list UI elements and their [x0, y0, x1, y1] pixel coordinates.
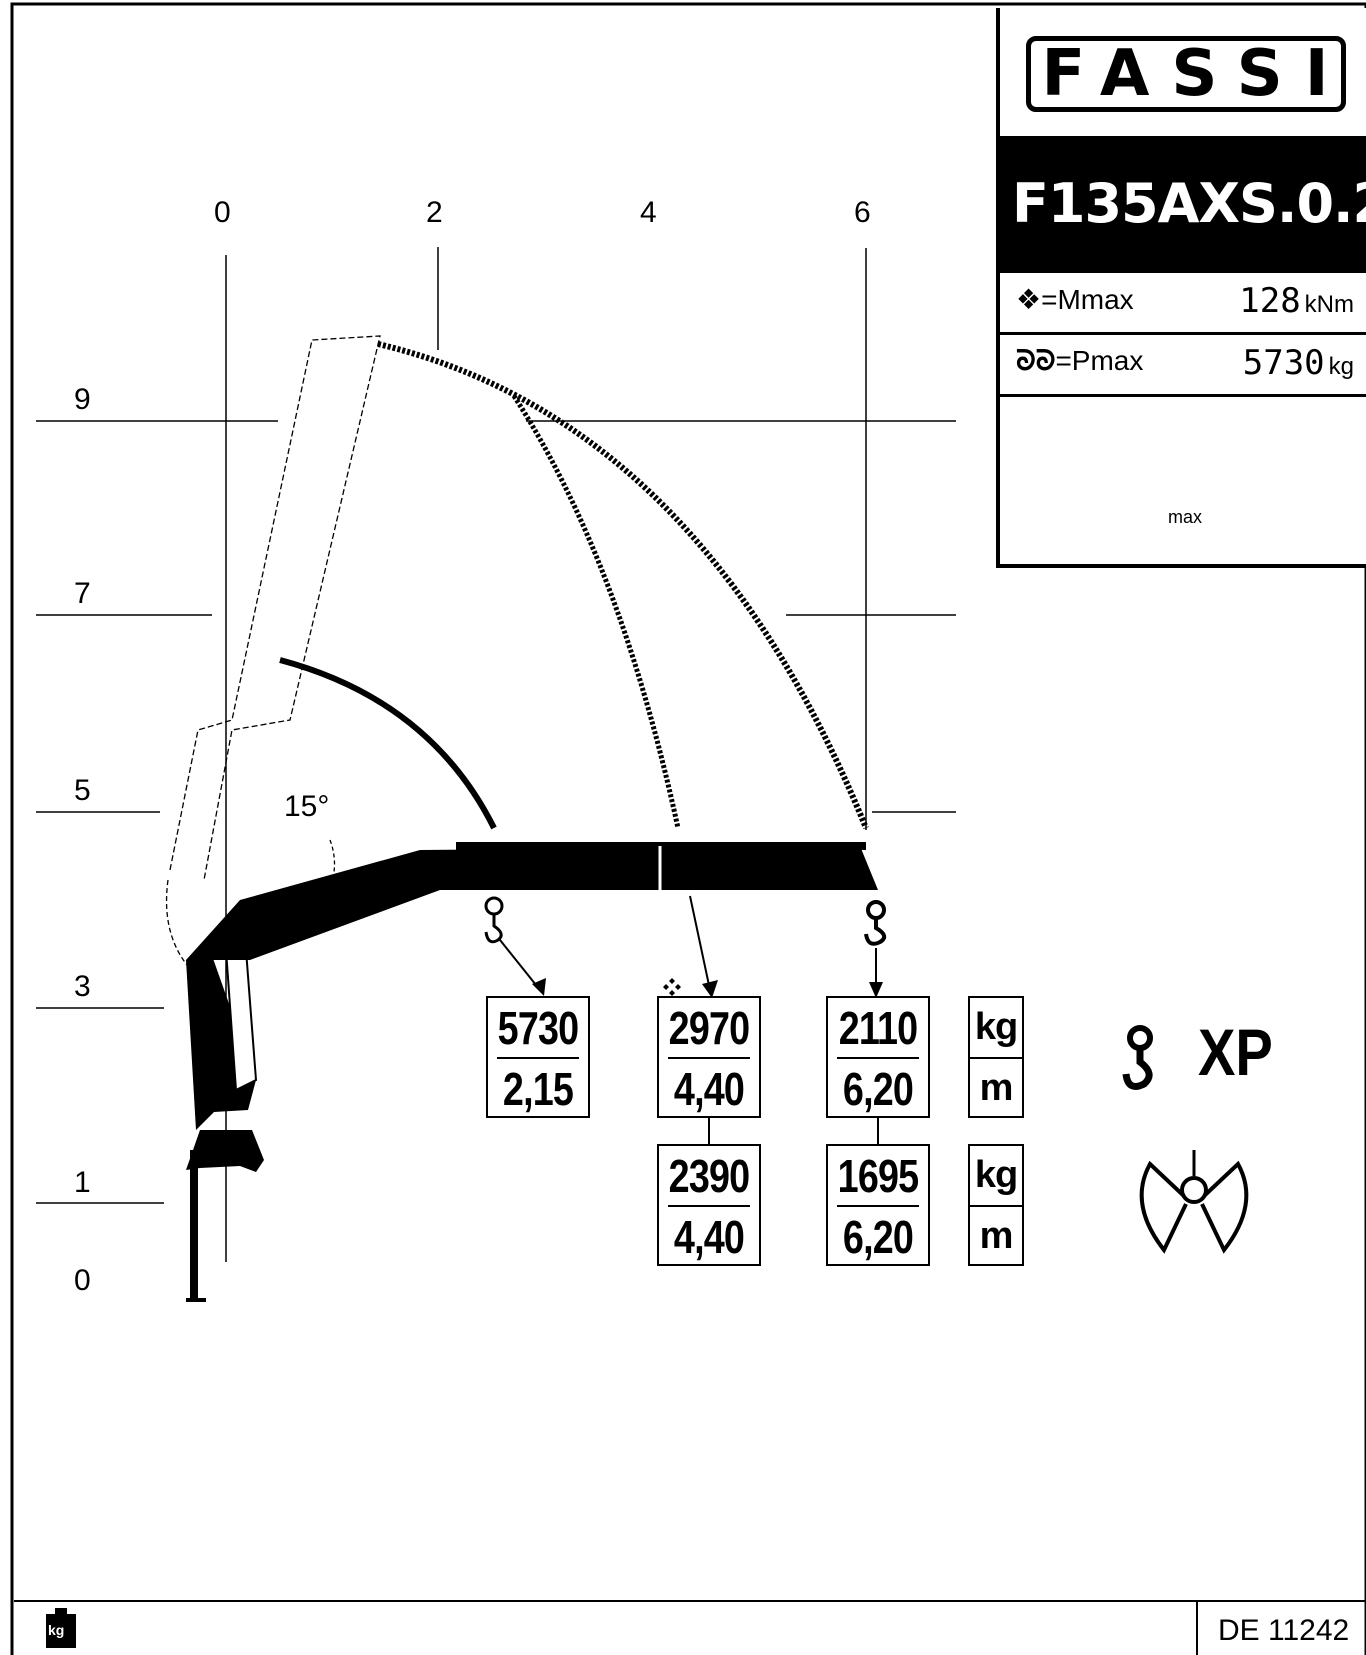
spec-row-stabilizer: max [1000, 394, 1366, 564]
raised-boom-outline [169, 335, 381, 881]
x-axis-label-6: 6 [854, 196, 871, 229]
sheet-border [10, 2, 1366, 1655]
brand-logo: FASSI [1026, 36, 1346, 112]
mmax-label-wrap: ❖=Mmax [1016, 283, 1134, 316]
arrow-1 [499, 939, 541, 991]
pmax-unit: kg [1328, 353, 1354, 380]
angle-arc [329, 839, 336, 873]
load-box-2: 2970 4,40 [657, 996, 761, 1118]
load-box-3-m: 6,20 [842, 1062, 914, 1115]
load-box-2-kg: 2970 [668, 998, 750, 1059]
y-axis-label-9: 9 [74, 383, 91, 416]
x-axis-label-4: 4 [640, 196, 657, 229]
envelope-middle [511, 394, 681, 829]
load-box-3: 2110 6,20 [826, 996, 930, 1118]
model-name: F135AXS.0.21 [1000, 136, 1366, 270]
footer-code-divider [1196, 1600, 1198, 1655]
y-axis-label-1: 1 [74, 1166, 91, 1199]
unit-m-2: m [979, 1215, 1014, 1257]
angle-label: 15° [284, 790, 330, 823]
load-box-1-kg: 5730 [497, 998, 579, 1059]
mmax-label: =Mmax [1041, 284, 1134, 315]
double-hook-icon: ᘐᘐ [1016, 345, 1056, 376]
kg-icon-label: kg [48, 1622, 65, 1638]
document-code: DE 11242 [1218, 1614, 1350, 1647]
hook-3-ring [866, 900, 886, 920]
arrow-3-head [869, 982, 883, 998]
y-axis-label-3: 3 [74, 970, 91, 1003]
footer-divider [14, 1600, 1366, 1602]
load-box-2-m: 4,40 [673, 1062, 745, 1115]
x-axis-label-2: 2 [426, 196, 443, 229]
pmax-value: 5730 [1242, 343, 1325, 383]
load-box-5: 1695 6,20 [826, 1144, 930, 1266]
unit-kg-2: kg [970, 1146, 1022, 1207]
load-box-4-kg: 2390 [668, 1146, 750, 1207]
unit-kg-1: kg [970, 998, 1022, 1059]
envelope-outer [377, 341, 869, 830]
mmax-symbol-small [663, 978, 681, 996]
pmax-label-wrap: ᘐᘐ=Pmax [1016, 345, 1143, 378]
envelope-inner [279, 657, 497, 830]
hook-xp-icon [1122, 1025, 1153, 1090]
load-box-1-m: 2,15 [502, 1062, 574, 1115]
y-axis-label-5: 5 [74, 774, 91, 807]
crane-column [190, 1150, 198, 1300]
load-box-1: 5730 2,15 [486, 996, 590, 1118]
hook-xp-label: XP [1198, 1015, 1273, 1089]
hook-1 [484, 914, 503, 944]
load-box-5-m: 6,20 [842, 1210, 914, 1263]
grab-icon [1139, 1150, 1249, 1254]
crane-main-boom [186, 846, 878, 960]
mmax-value: 128 [1239, 281, 1301, 321]
load-box-3-kg: 2110 [837, 998, 919, 1059]
unit-box-1: kg m [968, 996, 1024, 1118]
pmax-label: =Pmax [1055, 345, 1144, 376]
stabilizer-max-label: max [1168, 507, 1203, 527]
load-box-4-m: 4,40 [673, 1210, 745, 1263]
load-box-5-kg: 1695 [837, 1146, 919, 1207]
x-axis-label-0: 0 [214, 196, 231, 229]
unit-box-2: kg m [968, 1144, 1024, 1266]
hook-1-ring [484, 896, 504, 916]
unit-m-1: m [979, 1067, 1014, 1109]
hook-3 [864, 918, 887, 946]
mmax-symbol-icon: ❖ [1016, 284, 1042, 315]
crane-base [186, 1130, 264, 1172]
arrow-2-head [702, 980, 718, 998]
y-axis-label-7: 7 [74, 577, 91, 610]
load-box-4: 2390 4,40 [657, 1144, 761, 1266]
kg-weight-icon [46, 1608, 76, 1648]
arrow-1-head [532, 978, 546, 996]
mmax-unit: kNm [1304, 291, 1354, 318]
y-axis-label-0: 0 [74, 1264, 91, 1297]
arrow-2 [689, 895, 711, 991]
